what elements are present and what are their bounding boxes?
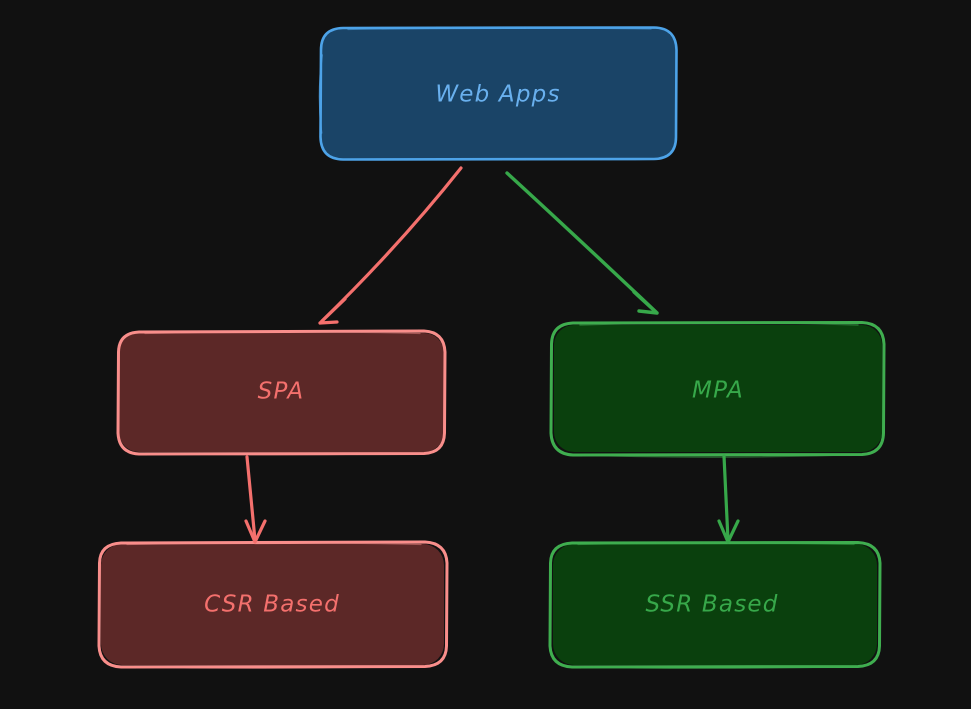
edge-spa-to-csr-based-arrowhead	[244, 519, 267, 544]
edge-web-apps-to-spa	[318, 166, 463, 325]
node-spa-fill	[119, 333, 444, 452]
edge-mpa-to-ssr-based	[717, 454, 740, 544]
edge-web-apps-to-mpa-arrowhead	[632, 290, 659, 315]
node-web-apps-border-sketch	[318, 54, 323, 134]
node-csr-based-border	[97, 540, 449, 669]
node-csr-based-border-sketch	[126, 542, 422, 546]
node-mpa-border-sketch-2	[579, 453, 859, 458]
node-mpa[interactable]: MPA	[549, 321, 886, 458]
node-spa-border	[116, 329, 447, 456]
node-mpa-border-sketch	[579, 321, 859, 326]
node-ssr-based-fill	[553, 544, 877, 665]
node-ssr-based-border	[548, 541, 882, 669]
node-web-apps-border	[319, 26, 678, 161]
edge-web-apps-to-mpa	[505, 171, 659, 315]
node-ssr-based-border-sketch-2	[577, 665, 855, 670]
edge-web-apps-to-spa-arrowhead	[318, 297, 347, 325]
node-csr-based-border-sketch-2	[126, 665, 422, 669]
edge-web-apps-to-spa-line	[320, 166, 463, 323]
node-ssr-based-border-sketch	[577, 542, 855, 546]
node-web-apps[interactable]: Web Apps	[318, 26, 678, 161]
node-spa-border-sketch-2	[144, 452, 421, 456]
edge-spa-to-csr-based	[244, 455, 267, 544]
node-mpa-border	[549, 321, 886, 457]
edge-mpa-to-ssr-based-arrowhead	[717, 519, 740, 544]
node-mpa-fill	[554, 325, 882, 452]
node-web-apps-border-sketch-2	[347, 27, 652, 31]
node-ssr-based[interactable]: SSR Based	[548, 541, 882, 670]
edge-spa-to-csr-based-line	[245, 455, 257, 542]
node-csr-based-fill	[101, 544, 444, 665]
edge-mpa-to-ssr-based-line	[722, 454, 730, 542]
node-spa-border-sketch	[144, 331, 421, 335]
node-web-apps-fill	[321, 28, 676, 159]
node-csr-based[interactable]: CSR Based	[97, 540, 449, 669]
node-spa[interactable]: SPA	[116, 329, 447, 456]
